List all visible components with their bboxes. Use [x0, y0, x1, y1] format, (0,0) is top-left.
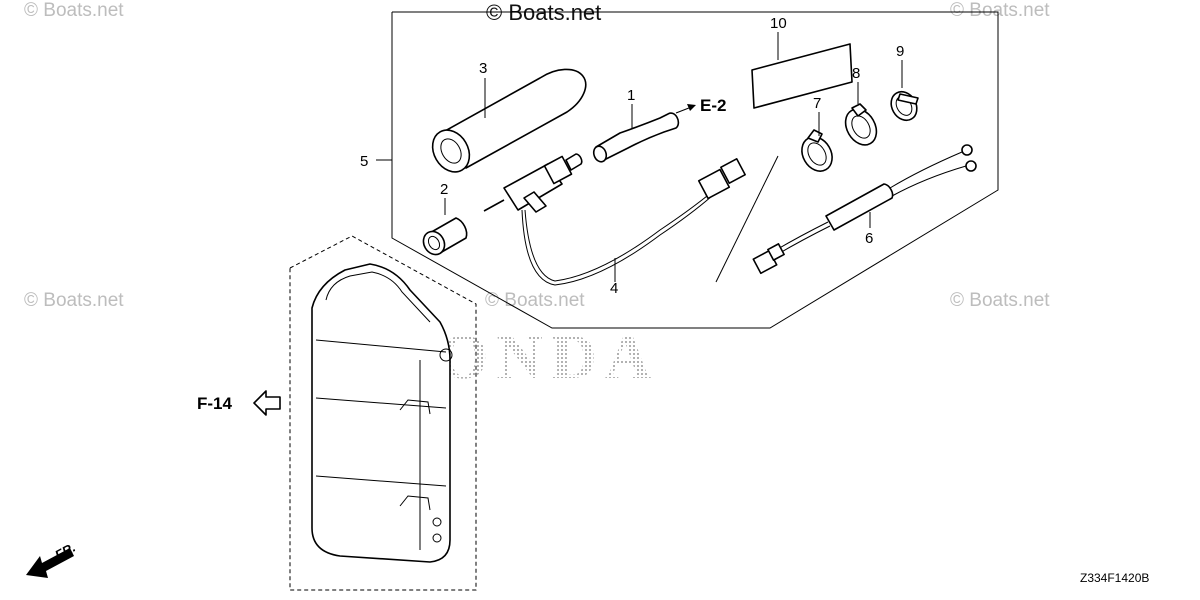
- callout-7: 7: [813, 95, 821, 112]
- watermark-top-left: © Boats.net: [24, 0, 124, 21]
- part-4-sensor: [483, 153, 746, 286]
- callout-3: 3: [479, 60, 487, 77]
- diagram-code: Z334F1420B: [1080, 571, 1149, 585]
- part-6-harness: [752, 144, 977, 275]
- arrow-e2-head: [687, 104, 696, 111]
- part-9-clamp: [890, 90, 919, 122]
- reference-f14: F-14: [197, 394, 233, 413]
- part-1-hose: [592, 112, 680, 163]
- watermark-mid-left: © Boats.net: [24, 290, 124, 311]
- canister-assembly: [311, 263, 453, 563]
- watermark-mid-right: © Boats.net: [950, 290, 1050, 311]
- arrow-f14: [253, 390, 281, 416]
- part-8-clamp: [844, 103, 878, 146]
- part-10-label: [751, 43, 853, 109]
- callout-6: 6: [865, 230, 873, 247]
- sub-bracket-left: [715, 155, 779, 283]
- callout-4: 4: [610, 280, 618, 297]
- part-3-tube: [431, 68, 587, 173]
- callout-5: 5: [360, 153, 368, 170]
- callout-8: 8: [852, 65, 860, 82]
- canister-group-outline: [289, 235, 477, 591]
- callout-9: 9: [896, 43, 904, 60]
- reference-e2: E-2: [700, 96, 726, 115]
- callout-1: 1: [627, 87, 635, 104]
- watermark-top-right: © Boats.net: [950, 0, 1050, 21]
- front-arrow-icon: [26, 548, 74, 578]
- kit-outline: [391, 11, 999, 329]
- part-7-clamp: [801, 129, 833, 172]
- watermark-mid-center: © Boats.net: [485, 290, 585, 311]
- callout-2: 2: [440, 181, 448, 198]
- part-2-sleeve: [422, 217, 468, 256]
- callout-10: 10: [770, 15, 787, 32]
